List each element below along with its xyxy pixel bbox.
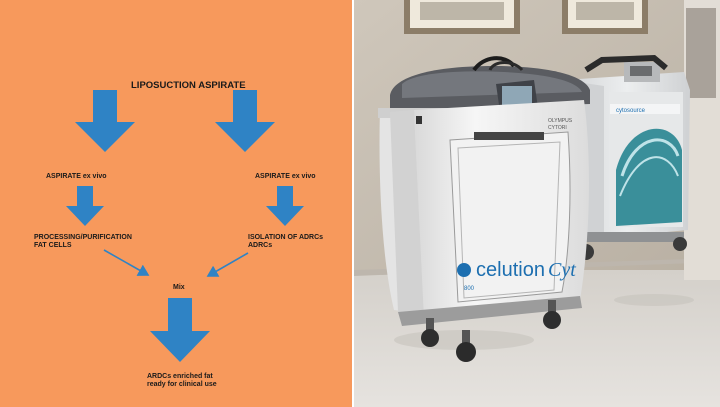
node-left-aspirate: ASPIRATE ex vivo [46,173,107,180]
node-liposuction-aspirate: LIPOSUCTION ASPIRATE [131,80,246,91]
framed-picture-icon [404,0,520,34]
wheel-icon [456,330,476,362]
celution-brand-text: celution [476,259,545,281]
celution-device: OLYMPUS CYTORI celution Cyt 800 [378,56,590,362]
arrow-bottom [150,298,210,362]
node-mix: Mix [173,284,185,291]
node-processing: PROCESSING/PURIFICATION FAT CELLS [34,234,132,250]
celution-logo-icon [457,263,471,277]
arrow-top-left [75,90,135,152]
node-result-line: ARDCs enriched fat [147,373,213,380]
wheel-icon [543,300,561,329]
node-isolation-line: ADRCs [248,242,273,249]
second-device-brand: cytosource [616,108,646,114]
device-photo-graphics: cytosource [354,0,720,407]
celution-model-suffix: 800 [464,286,475,292]
node-processing-line: FAT CELLS [34,242,72,249]
arrow-converge-left [103,249,150,276]
arrow-top-right [215,90,275,152]
node-isolation: ISOLATION OF ADRCs ADRCs [248,234,323,250]
panel-brand-line2: CYTORI [548,125,567,131]
wheel-icon [421,318,439,347]
panel-brand-line1: OLYMPUS [548,118,573,124]
node-isolation-line: ISOLATION OF ADRCs [248,234,324,241]
node-processing-line: PROCESSING/PURIFICATION [34,234,132,241]
node-result-line: ready for clinical use [147,381,217,388]
node-result: ARDCs enriched fat ready for clinical us… [147,373,217,389]
arrow-mid-left [66,186,104,226]
diagram-graphics [66,90,304,362]
arrow-mid-right [266,186,304,226]
node-right-aspirate: ASPIRATE ex vivo [255,173,316,180]
framed-picture-icon [562,0,648,34]
celution-model-mark: Cyt [548,259,576,281]
process-diagram: LIPOSUCTION ASPIRATE ASPIRATE ex vivo AS… [0,0,352,407]
arrow-converge-right [206,252,249,277]
device-photo: cytosource [354,0,720,407]
